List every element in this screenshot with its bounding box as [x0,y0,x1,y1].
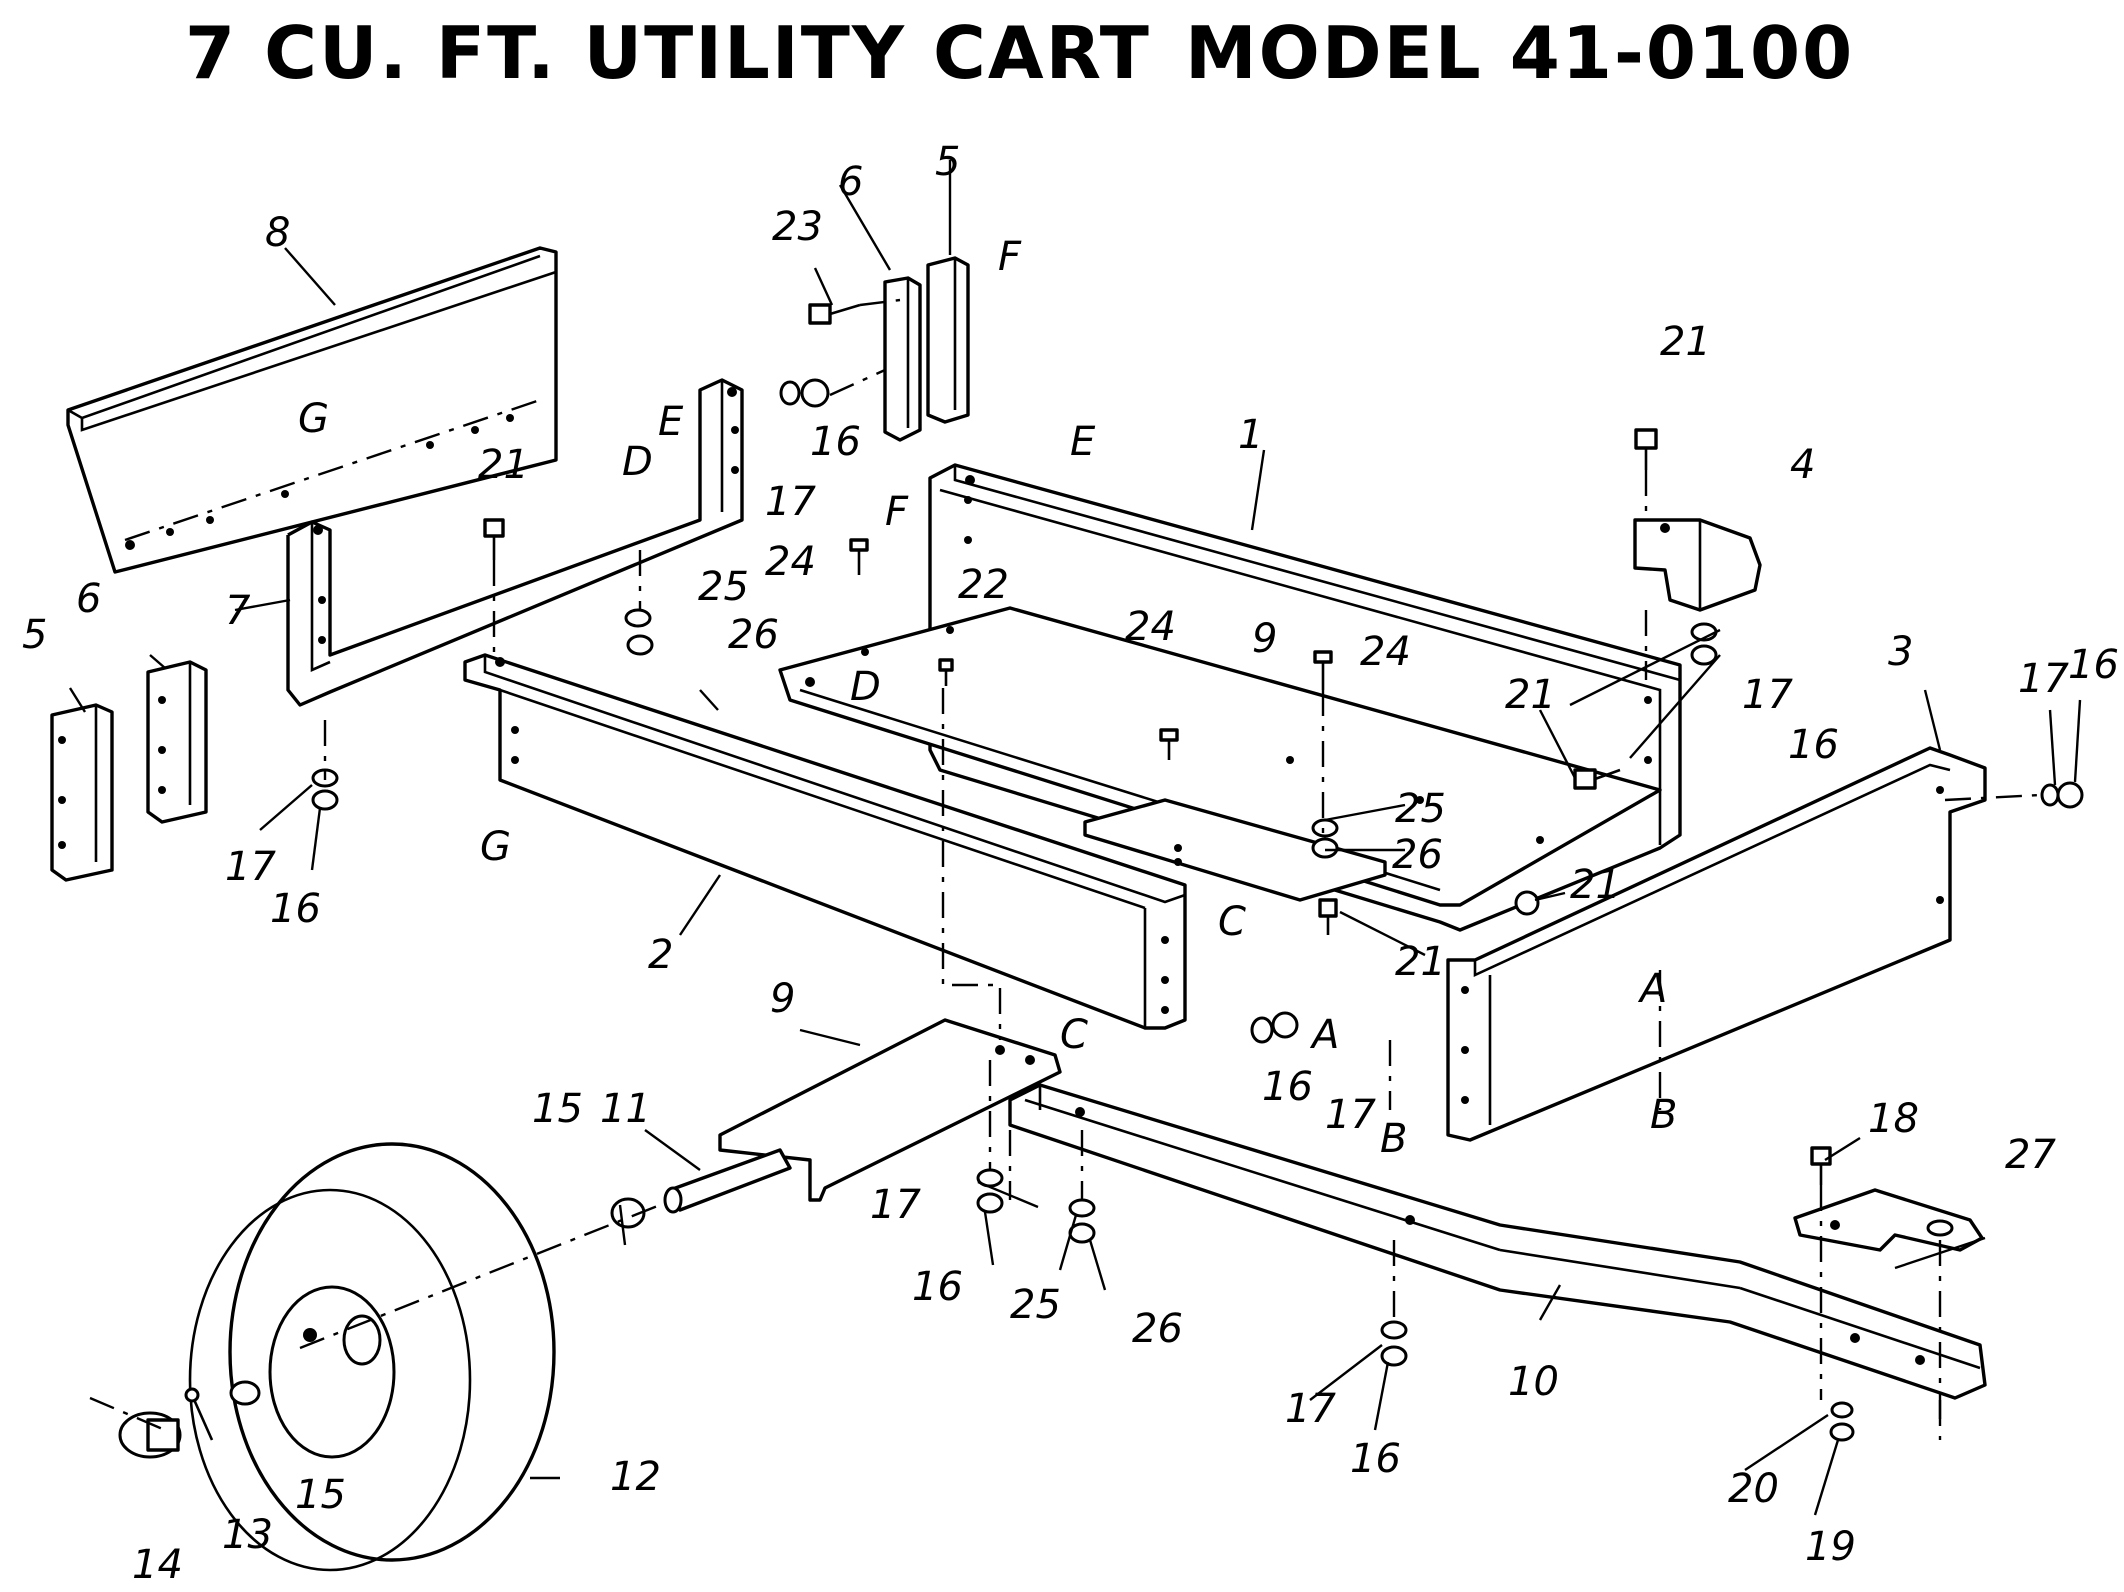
callout-26b: 26 [1392,832,1443,878]
wheel-tire [188,1142,556,1572]
callout-21d: 21 [1570,862,1621,908]
callout-17c: 17 [1325,1092,1376,1138]
ref-f-2: F [885,489,909,535]
callout-19: 19 [1805,1524,1856,1570]
wheel-washer-outer [229,1380,261,1406]
callout-7: 7 [225,588,251,634]
ref-g-2: G [480,824,511,870]
callout-16a: 16 [270,886,321,932]
callout-1: 1 [1238,412,1263,458]
axle-bracket-front [1083,798,1387,902]
stake-pocket-left-outer [50,703,114,882]
callout-6a: 6 [76,576,101,622]
callout-25b: 25 [1395,786,1446,832]
callout-20: 20 [1728,1466,1779,1512]
ref-g-1: G [298,396,329,442]
callout-16f: 16 [1788,722,1839,768]
ref-b-1: B [1650,1092,1677,1138]
leader-lines [68,160,2082,1516]
product-title: 7 CU. FT. UTILITY CART [185,11,1151,95]
callout-26a: 26 [728,612,779,658]
callout-16d: 16 [912,1264,963,1310]
callout-17e: 17 [1285,1386,1336,1432]
ref-e-2: E [1070,419,1096,465]
ref-c-1: C [1218,899,1246,945]
callout-21e: 21 [1395,939,1446,985]
callout-11: 11 [600,1086,651,1132]
nuts-and-washers [311,378,2084,1442]
tongue-drawbar [1008,1083,1987,1400]
callout-24a: 24 [765,539,816,585]
callout-17a: 17 [225,844,276,890]
ref-b-2: B [1380,1116,1407,1162]
stake-pocket-top-inner [883,276,922,442]
callout-27: 27 [2005,1132,2056,1178]
callout-8: 8 [265,210,290,256]
corner-bracket [1633,518,1762,612]
callout-16g: 16 [2068,642,2119,688]
callout-2: 2 [648,932,673,978]
u-channel-stake [286,378,744,707]
callout-17b: 17 [765,479,816,525]
part-callouts: 1 2 3 4 5 5 6 6 7 8 9 9 10 11 12 13 14 1… [22,139,2119,1588]
tailgate-panel [66,246,558,574]
model-number: MODEL 41-0100 [1185,11,1855,95]
callout-25c: 25 [1010,1282,1061,1328]
stake-pocket-top-outer [926,256,970,424]
callout-21b: 21 [1660,319,1711,365]
callout-17d: 17 [870,1182,921,1228]
callout-9a: 9 [1252,616,1277,662]
axle-rod [663,1148,792,1214]
side-rail-left [463,653,1187,1030]
callout-15a: 15 [295,1472,346,1518]
callout-5a: 5 [22,612,47,658]
callout-12: 12 [610,1454,661,1500]
bolts [483,303,1832,1185]
callout-5b: 5 [935,139,960,185]
ref-d-1: D [622,439,653,485]
callout-17g: 17 [2018,656,2069,702]
ref-d-2: D [850,664,881,710]
callout-14: 14 [132,1542,183,1588]
ref-a-2: A [1637,966,1667,1012]
callout-16e: 16 [1350,1436,1401,1482]
cotter-pin [184,1387,214,1441]
callout-16c: 16 [1262,1064,1313,1110]
callout-21a: 21 [478,442,529,488]
callout-3: 3 [1888,629,1913,675]
hub-cap [118,1411,182,1459]
side-rail-right [1446,746,1987,1142]
callout-10: 10 [1508,1359,1559,1405]
ref-a-1: A [1309,1012,1339,1058]
stake-pocket-left-inner [146,660,208,824]
ref-e-1: E [658,399,684,445]
callout-6b: 6 [838,159,863,205]
callout-25a: 25 [698,564,749,610]
callout-24c: 24 [1360,629,1411,675]
callout-23: 23 [772,204,823,250]
callout-9b: 9 [770,976,795,1022]
callout-22: 22 [958,562,1009,608]
callout-24b: 24 [1125,604,1176,650]
callout-17f: 17 [1742,672,1793,718]
ref-c-2: C [1060,1012,1088,1058]
callout-4: 4 [1790,442,1815,488]
callout-26c: 26 [1132,1306,1183,1352]
assembly-center-lines [89,298,2041,1440]
callout-21c: 21 [1505,672,1556,718]
callout-13: 13 [222,1512,273,1558]
reference-letters: A A B B C C D D E E F F G G [298,234,1677,1162]
callout-15b: 15 [532,1086,583,1132]
ref-f-1: F [998,234,1022,280]
callout-18: 18 [1868,1096,1919,1142]
hitch-plate [1793,1188,1984,1252]
callout-16b: 16 [810,419,861,465]
